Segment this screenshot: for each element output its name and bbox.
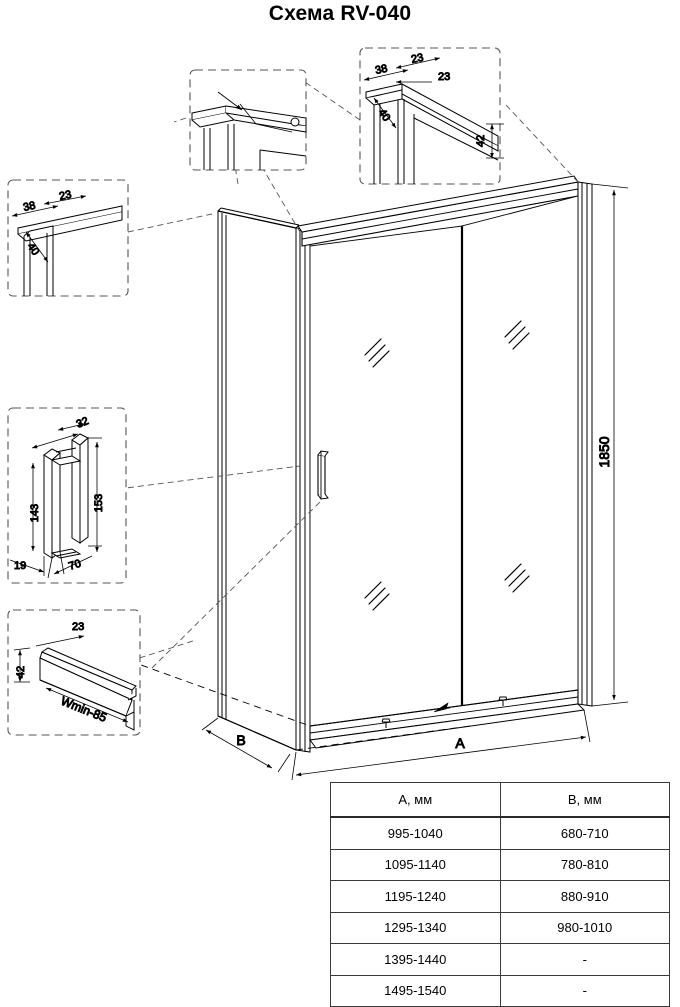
- detail-bottom-rail: 23 42 Wmin-85: [7, 609, 141, 736]
- detail-top-middle-corner: [189, 69, 307, 171]
- dimension-height-label: 1850: [596, 436, 612, 467]
- detail1-label-23: 23: [58, 189, 72, 203]
- dimension-depth-label: B: [236, 732, 245, 748]
- dimension-width: [291, 709, 591, 781]
- table-row: 1295-1340 980-1010: [330, 911, 671, 944]
- detail4-label-143: 143: [29, 504, 41, 522]
- detail5-label-23: 23: [72, 621, 84, 633]
- detail3-label-23b: 23: [438, 71, 450, 83]
- cell-a: 995-1040: [330, 816, 501, 850]
- detail3-label-42: 42: [475, 135, 487, 147]
- dimension-depth: [201, 717, 291, 773]
- cell-a: 1295-1340: [330, 911, 501, 944]
- table-row: 1195-1240 880-910: [330, 880, 671, 913]
- size-chart: A, мм B, мм 995-1040 680-710 1095-1140 7…: [330, 782, 671, 1007]
- cell-a: 1395-1440: [330, 943, 501, 976]
- detail1-label-38: 38: [22, 200, 36, 214]
- cell-b: 880-910: [499, 880, 671, 913]
- table-header-a: A, мм: [330, 782, 501, 818]
- detail5-label-42: 42: [15, 666, 27, 678]
- detail3-label-23: 23: [410, 52, 424, 66]
- cell-a: 1095-1140: [330, 848, 501, 881]
- detail4-label-19: 19: [14, 560, 26, 572]
- table-header-row: A, мм B, мм: [330, 782, 671, 818]
- table-row: 1495-1540 -: [330, 974, 671, 1007]
- dimension-width-label: A: [455, 735, 465, 751]
- table-row: 1095-1140 780-810: [330, 848, 671, 881]
- cell-b: -: [499, 943, 671, 976]
- detail3-label-38: 38: [374, 63, 388, 77]
- detail-top-left-profile: 38 23 40: [7, 179, 129, 297]
- cell-b: 680-710: [499, 816, 671, 850]
- glass-reflection-marks: [364, 320, 530, 611]
- cell-b: 980-1010: [499, 911, 671, 944]
- dimension-height: [591, 183, 629, 707]
- detail4-label-153: 153: [93, 494, 105, 512]
- detail-door-handle: 32 143 153 19 70: [7, 407, 127, 584]
- cell-a: 1495-1540: [330, 974, 501, 1007]
- detail4-label-32: 32: [75, 415, 91, 431]
- cell-b: -: [499, 974, 671, 1007]
- main-handle: [317, 450, 329, 500]
- enclosure-body: [129, 175, 593, 753]
- page-title: Схема RV-040: [268, 2, 412, 25]
- table-header-b: B, мм: [499, 782, 671, 818]
- detail4-label-70: 70: [67, 558, 82, 573]
- cell-b: 780-810: [499, 848, 671, 881]
- table-row: 995-1040 680-710: [330, 816, 671, 850]
- detail-top-right-profile: 38 23 40 23 42: [359, 47, 504, 185]
- table-row: 1395-1440 -: [330, 943, 671, 976]
- cell-a: 1195-1240: [330, 880, 501, 913]
